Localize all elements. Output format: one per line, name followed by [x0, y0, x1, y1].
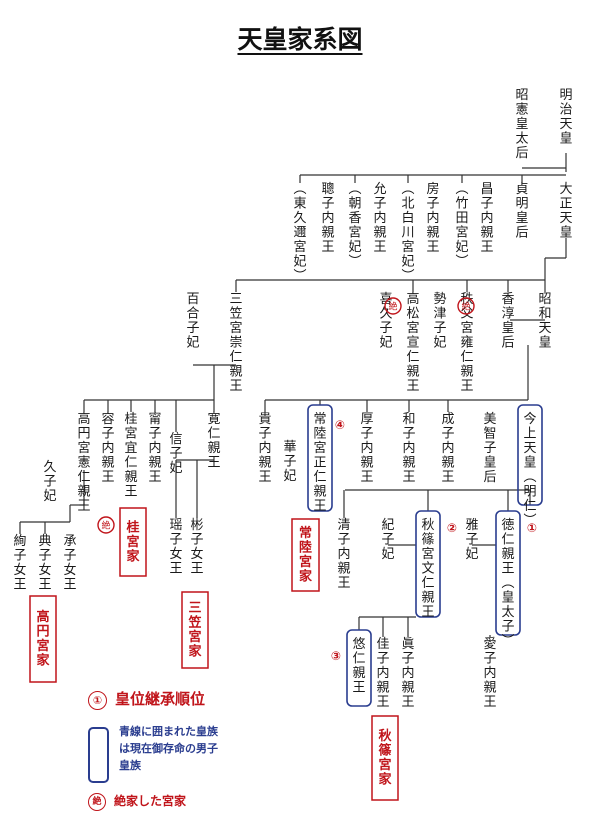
person-takako: 貴子内親王: [258, 412, 271, 485]
extinct-mark-text: 絶: [461, 301, 470, 313]
person-akiko: 彬子女王: [190, 518, 203, 577]
succession-badge-hisahito: ③: [331, 649, 341, 663]
person-hisahito: 悠仁親王: [352, 637, 365, 696]
extinct-mark-circle: [384, 297, 402, 315]
extinct-mark-text: 絶: [388, 301, 397, 313]
person-tomohito: 寛仁親王: [207, 411, 220, 471]
person-hanako: 華子妃: [283, 440, 296, 484]
succession-badge-hitachi: ④: [335, 418, 345, 432]
legend-blue-line2: は現在御存命の男子: [119, 742, 218, 755]
person-masakohi: 雅子妃: [465, 518, 478, 562]
house-box-katsura_house: [119, 507, 147, 577]
legend-succession-label: 皇位継承順位: [115, 690, 206, 708]
person-aiko: 愛子内親王: [483, 637, 496, 710]
person-chichibu: 秩父宮雍仁親王: [460, 292, 473, 394]
person-katsura: 桂宮宜仁親王: [124, 412, 137, 500]
person-nobuko: 允子内親王: [373, 181, 386, 255]
person-shoken: 昭憲皇太后: [515, 88, 528, 161]
person-michiko: 美智子皇后: [483, 412, 496, 485]
person-taisho: 大正天皇: [559, 182, 572, 241]
person-kako: 佳子内親王: [376, 637, 389, 710]
person-nobuko_s: ︵朝香宮妃︶: [348, 182, 361, 270]
person-yuriko: 百合子妃: [186, 292, 199, 351]
living-male-box-kinjo: [517, 404, 543, 506]
hitachi_house: 常陸宮家: [299, 525, 313, 585]
mikasa_house: 三笠宮家: [187, 601, 202, 660]
person-noriko: 典子女王: [38, 534, 51, 593]
person-ayako: 絢子女王: [13, 534, 26, 593]
person-naruhito: 徳仁親王︵皇太子︶: [501, 518, 514, 649]
extinct-icon: 絶: [88, 792, 106, 811]
extinct-mark-icon: 絶: [384, 297, 402, 315]
extinct-mark-circle: [97, 516, 115, 534]
living-male-box-naruhito: [495, 510, 521, 636]
person-tsuguko: 承子女王: [63, 534, 76, 593]
person-nobuko2: 信子妃: [169, 432, 182, 476]
person-toshiko_s: ︵東久邇宮妃︶: [293, 182, 306, 284]
legend-blue-line1: 青線に囲まれた皇族: [119, 725, 218, 738]
person-atsuko: 厚子内親王: [360, 412, 373, 485]
legend-extinct-label: 絶家した宮家: [114, 794, 187, 808]
living-male-box-hisahito: [346, 629, 372, 707]
extinct-mark-icon: 絶: [97, 516, 115, 534]
person-takamado: 高円宮憲仁親王: [77, 411, 90, 514]
succession-badges: ① ② ③ ④: [331, 418, 537, 663]
extinct-marks: 絶絶絶: [97, 297, 475, 534]
takamado_house: 高円宮家: [36, 609, 50, 669]
living-male-box-akishino: [415, 510, 441, 618]
highlight-boxes: [29, 404, 543, 801]
person-masako2: 容子内親王: [101, 411, 114, 485]
extinct-mark-circle: [457, 297, 475, 315]
house-box-mikasa_house: [181, 591, 209, 669]
katsura_house: 桂宮家: [125, 519, 140, 564]
legend-blue-line3: 皇族: [119, 759, 141, 772]
extinct-mark-text: 絶: [101, 520, 110, 532]
person-hitachi: 常陸宮正仁親王: [313, 412, 326, 514]
person-masako: 昌子内親王: [480, 182, 493, 255]
person-sayako: 清子内親王: [337, 518, 350, 591]
extinct-mark-icon: 絶: [457, 297, 475, 315]
succession-circle-icon: ①: [88, 691, 107, 710]
succession-badge-naruhito: ①: [527, 521, 537, 535]
house-box-hitachi_house: [291, 518, 320, 592]
akishino_house: 秋篠宮家: [378, 728, 392, 788]
person-mikasa: 三笠宮崇仁親王: [229, 292, 242, 394]
legend-extinct: 絶絶家した宮家: [88, 792, 186, 811]
person-kojun: 香淳皇后: [501, 292, 514, 351]
person-masako_s: ︵竹田宮妃︶: [455, 182, 468, 270]
person-toshiko: 聰子内親王: [321, 182, 334, 255]
page-title: 天皇家系図: [237, 25, 363, 54]
living-male-box-hitachi: [307, 404, 333, 512]
person-yoko: 瑶子女王: [169, 518, 182, 577]
person-yasuko: 甯子内親王: [148, 411, 161, 485]
house-box-takamado_house: [29, 595, 57, 683]
person-shigeko: 成子内親王: [441, 412, 454, 485]
person-setsuko: 勢津子妃: [433, 292, 446, 351]
person-kazuko: 和子内親王: [402, 412, 415, 485]
person-showa: 昭和天皇: [538, 292, 551, 351]
person-kikuko: 喜久子妃: [379, 292, 392, 351]
person-kinjo: 今上天皇︵明仁︶: [523, 411, 536, 529]
person-takamatsu: 高松宮宣仁親王: [406, 291, 419, 394]
person-fusako: 房子内親王: [426, 181, 439, 255]
blue-box-icon: [88, 727, 109, 783]
person-kiko: 紀子妃: [381, 518, 394, 562]
person-teimei: 貞明皇后: [515, 182, 528, 241]
person-fusako_s: ︵北白川宮妃︶: [401, 182, 414, 284]
person-meiji: 明治天皇: [559, 88, 572, 147]
person-akishino: 秋篠宮文仁親王: [421, 518, 434, 620]
succession-badge-akishino: ②: [447, 521, 457, 535]
house-box-akishino_house: [371, 715, 399, 801]
connector-lines: [19, 153, 567, 637]
legend-succession: ① 皇位継承順位: [88, 688, 205, 710]
person-hisako: 久子妃: [43, 460, 56, 504]
person-mako: 眞子内親王: [401, 637, 414, 710]
